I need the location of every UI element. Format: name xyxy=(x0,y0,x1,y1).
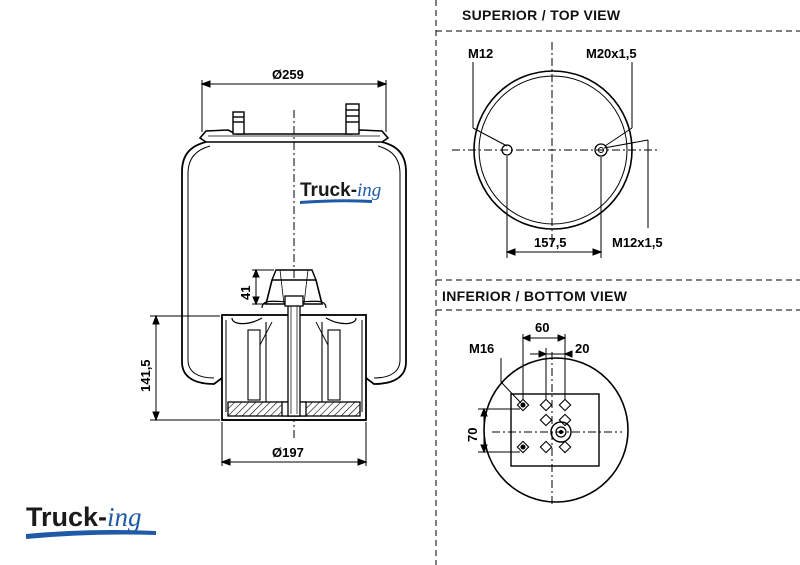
label-bottom-spacing-a: 60 xyxy=(535,320,549,335)
center-bolt xyxy=(284,295,304,417)
dim-bottom-diameter xyxy=(220,422,368,466)
dim-top-diameter xyxy=(200,80,388,132)
top-view-title: SUPERIOR / TOP VIEW xyxy=(462,7,621,23)
top-plate xyxy=(198,129,390,143)
svg-text:Truck-ing: Truck-ing xyxy=(300,180,381,201)
top-view xyxy=(452,42,660,258)
brand-logo: Truck-ing xyxy=(26,502,156,539)
view-dividers xyxy=(435,0,800,565)
label-bottom-stud: M16 xyxy=(469,341,494,356)
bottom-mount-plate xyxy=(510,393,600,467)
label-piston-height: 41 xyxy=(238,286,253,300)
label-top-hole-spacing: 157,5 xyxy=(534,235,567,250)
bottom-center-fitting xyxy=(550,421,572,443)
top-hole-right xyxy=(594,143,608,157)
svg-text:Truck-ing: Truck-ing xyxy=(26,502,142,532)
label-height: 141,5 xyxy=(138,359,153,392)
top-hole-left xyxy=(501,144,513,156)
dim-height xyxy=(150,314,220,422)
label-top-diameter: Ø259 xyxy=(272,67,304,82)
top-plate-outline xyxy=(473,70,633,230)
bottom-view xyxy=(478,334,629,505)
bottom-studs xyxy=(516,398,572,454)
top-studs xyxy=(232,103,360,135)
label-bottom-spacing-c: 70 xyxy=(465,428,480,442)
label-top-hole-lower: M12x1,5 xyxy=(612,235,663,250)
bellows-logo: Truck-ing xyxy=(300,180,381,204)
dim-piston-height xyxy=(252,268,274,306)
label-top-hole-right: M20x1,5 xyxy=(586,46,637,61)
brand-swoosh xyxy=(26,530,156,539)
label-bottom-diameter: Ø197 xyxy=(272,445,304,460)
label-bottom-spacing-b: 20 xyxy=(575,341,589,356)
bellows xyxy=(181,141,407,385)
label-top-hole-left: M12 xyxy=(468,46,493,61)
side-view: Truck-ing xyxy=(150,80,407,466)
bottom-view-title: INFERIOR / BOTTOM VIEW xyxy=(442,288,628,304)
